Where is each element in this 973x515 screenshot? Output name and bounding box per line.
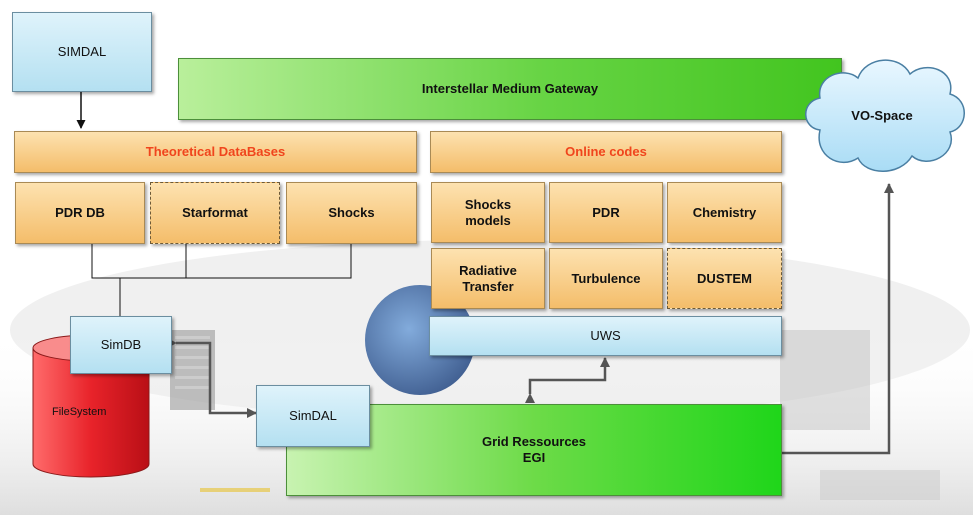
online-codes-header[interactable]: Online codes [430,131,782,173]
uws-box[interactable]: UWS [429,316,782,356]
simdb-label: SimDB [100,337,142,352]
ism-gateway-label: Interstellar Medium Gateway [421,81,599,96]
simdal-top-box[interactable]: SIMDAL [12,12,152,92]
turbulence-label: Turbulence [571,270,641,286]
pdr-label: PDR [592,204,620,220]
dustem-label: DUSTEM [697,270,752,286]
simdb-box[interactable]: SimDB [70,316,172,374]
uws-label: UWS [590,328,621,343]
pdr-db-label: PDR DB [55,205,105,220]
shocks-box[interactable]: Shocks [286,182,417,244]
simdal-top-label: SIMDAL [57,44,107,59]
shocks-models-box[interactable]: Shocks models [431,182,545,243]
pdr-db-box[interactable]: PDR DB [15,182,145,244]
starformat-label: Starformat [182,205,248,220]
chemistry-box[interactable]: Chemistry [667,182,782,243]
starformat-box[interactable]: Starformat [150,182,280,244]
shocks-label: Shocks [328,205,375,220]
theoretical-databases-header[interactable]: Theoretical DataBases [14,131,417,173]
vo-space-cloud[interactable]: VO-Space [800,52,970,178]
radiative-transfer-label: Radiative Transfer [459,262,517,294]
simdal-bottom-label: SimDAL [289,408,337,423]
pdr-box[interactable]: PDR [549,182,663,243]
theoretical-databases-label: Theoretical DataBases [145,144,286,159]
radiative-transfer-box[interactable]: Radiative Transfer [431,248,545,309]
turbulence-box[interactable]: Turbulence [549,248,663,309]
grid-ressources-box[interactable]: Grid Ressources EGI [286,404,782,496]
ism-gateway-bar[interactable]: Interstellar Medium Gateway [178,58,842,120]
online-codes-label: Online codes [565,144,647,159]
egi-label: EGI [522,450,546,465]
shocks-models-label: Shocks models [464,196,512,228]
grid-ressources-label: Grid Ressources [481,434,587,449]
simdal-bottom-box[interactable]: SimDAL [256,385,370,447]
dustem-box[interactable]: DUSTEM [667,248,782,309]
filesystem-label: FileSystem [52,406,107,418]
vo-space-label: VO-Space [851,108,912,123]
chemistry-label: Chemistry [692,204,757,220]
